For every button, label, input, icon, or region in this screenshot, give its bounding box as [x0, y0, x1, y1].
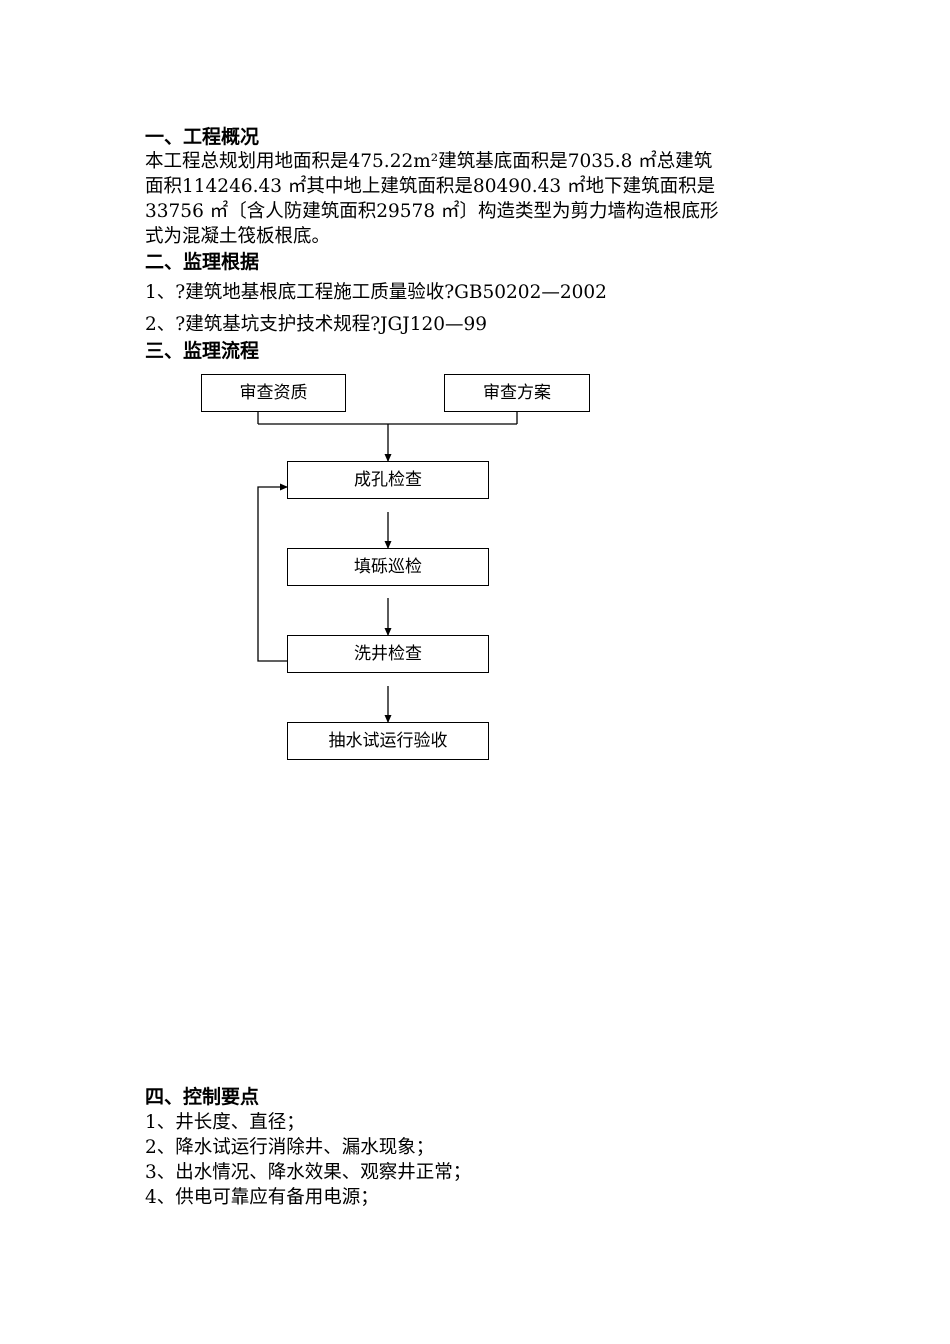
section-heading-process: 三、监理流程: [145, 340, 260, 362]
control-item-4: 4、供电可靠应有备用电源；: [145, 1187, 379, 1208]
section-heading-overview: 一、工程概况: [145, 126, 260, 148]
section-heading-control-points: 四、控制要点: [145, 1086, 260, 1108]
control-item-3: 3、出水情况、降水效果、观察井正常；: [145, 1162, 472, 1183]
section-heading-basis: 二、监理根据: [145, 251, 260, 273]
flowchart-connectors: [257, 411, 518, 723]
flow-box-pump-trial-acceptance: 抽水试运行验收: [287, 722, 489, 760]
flow-box-review-plan: 审查方案: [444, 374, 590, 412]
control-item-1: 1、井长度、直径；: [145, 1112, 305, 1133]
feedback-loop-arrow: [257, 483, 288, 662]
overview-line-1: 本工程总规划用地面积是475.22m²建筑基底面积是7035.8 ㎡总建筑: [145, 151, 713, 172]
overview-line-3: 33756 ㎡〔含人防建筑面积29578 ㎡〕构造类型为剪力墙构造根底形: [145, 201, 719, 222]
flow-box-gravel-patrol: 填砾巡检: [287, 548, 489, 586]
overview-line-4: 式为混凝土筏板根底。: [145, 226, 331, 247]
control-item-2: 2、降水试运行消除井、漏水现象；: [145, 1137, 435, 1158]
flow-box-well-wash-check: 洗井检查: [287, 635, 489, 673]
flow-box-hole-check: 成孔检查: [287, 461, 489, 499]
basis-item-1: 1、?建筑地基根底工程施工质量验收?GB50202—2002: [145, 282, 607, 303]
basis-item-2: 2、?建筑基坑支护技术规程?JGJ120—99: [145, 314, 488, 335]
overview-line-2: 面积114246.43 ㎡其中地上建筑面积是80490.43 ㎡地下建筑面积是: [145, 176, 716, 197]
flow-box-review-qualification: 审查资质: [201, 374, 346, 412]
